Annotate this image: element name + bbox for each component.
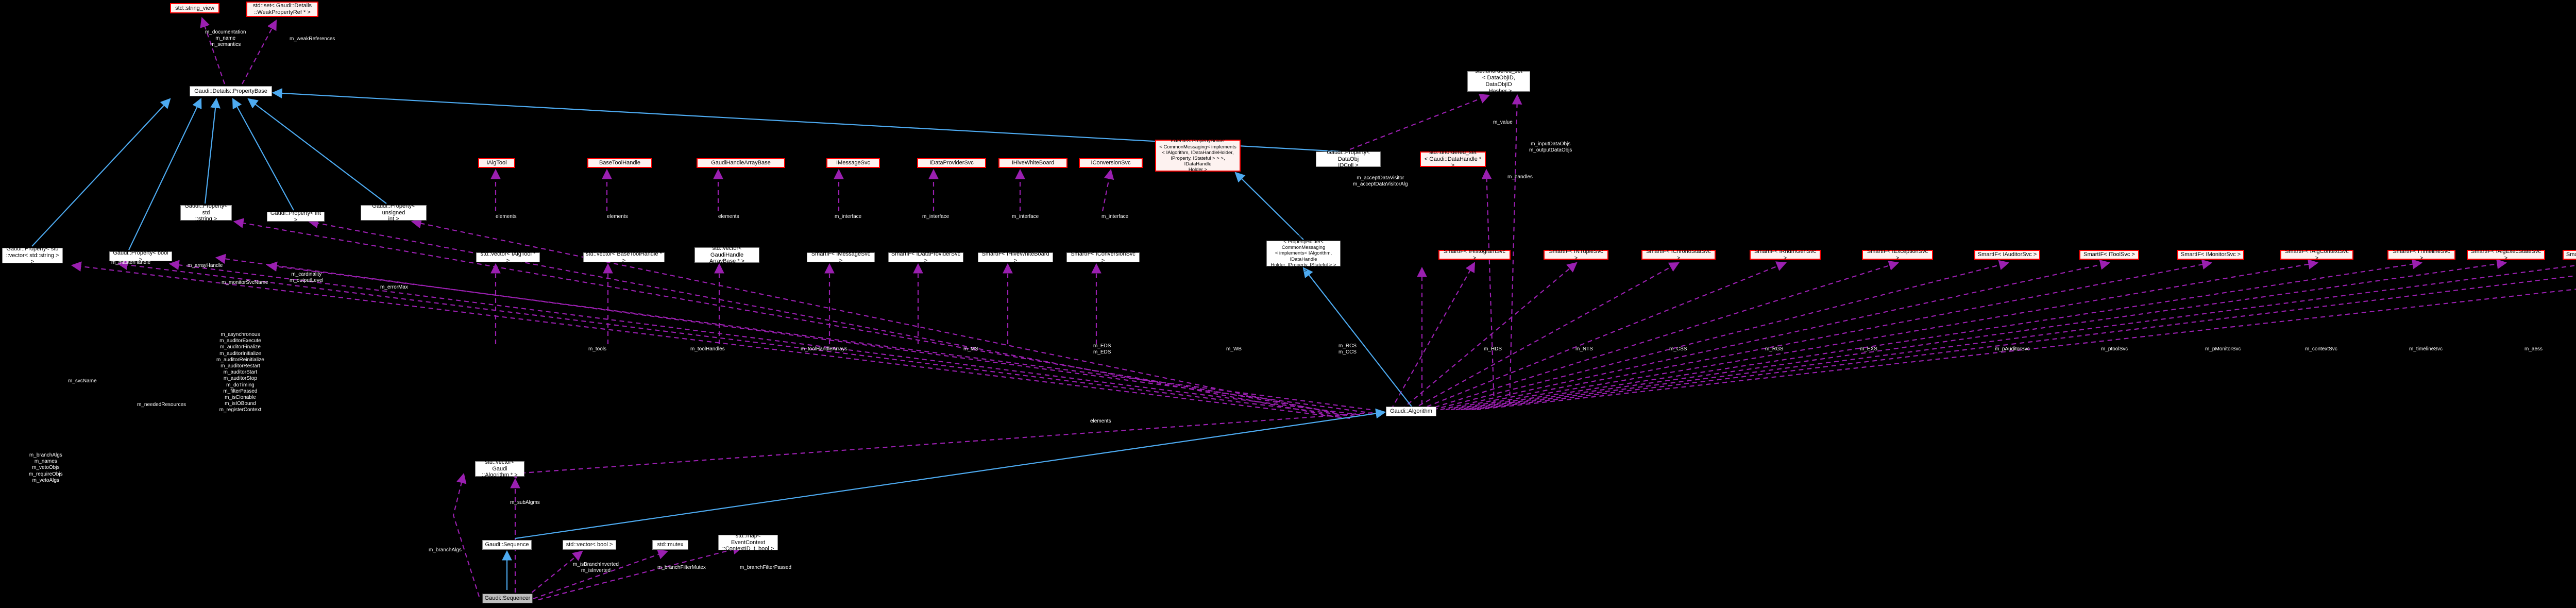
edge-label-ms: m_MS (963, 346, 978, 352)
node-smartif-idataprovidersvc[interactable]: SmartIF< IDataProviderSvc > (888, 251, 963, 264)
edge-label-branchfiltermutex: m_branchFilterMutex (657, 565, 706, 570)
edge-label-cardinality-outputlevel: m_cardinality m_outputLevel (290, 272, 324, 284)
edge-label-branchalgs: m_branchAlgs (429, 547, 462, 553)
edge-label-errormax: m_errorMax (380, 284, 408, 290)
edge-label-ptoolsvc: m_ptoolSvc (2101, 346, 2128, 352)
node-gaudi-property-vector-string[interactable]: Gaudi::Property< std ::vector< std::stri… (2, 246, 63, 265)
edge-label-elements-algorithm: elements (1090, 418, 1111, 424)
edge-label-wb: m_WB (1226, 346, 1242, 352)
edge-label-input-output-dataobjs: m_inputDataObjs m_outputDataObjs (1529, 141, 1572, 154)
node-smartif-iconversionsvc[interactable]: SmartIF< IConversionSvc > (1066, 251, 1140, 264)
node-ialgtool[interactable]: IAlgTool (478, 158, 515, 168)
node-std-vector-basetoolhandle[interactable]: std::vector< BaseToolHandle * > (583, 251, 665, 264)
node-std-unordered-set-dataobjid[interactable]: std::unordered_set < DataObjID, DataObjI… (1467, 68, 1530, 94)
node-gaudi-property-int[interactable]: Gaudi::Property< int > (267, 210, 325, 223)
node-std-mutex[interactable]: std::mutex (652, 540, 688, 550)
node-gaudi-details-propertybase[interactable]: Gaudi::Details::PropertyBase (190, 86, 272, 96)
node-basetoolhandle[interactable]: BaseToolHandle (587, 158, 652, 168)
node-smartif-ihivewhiteboard[interactable]: SmartIF< IHiveWhiteBoard > (978, 251, 1053, 264)
node-smartif-irndmgensvc[interactable]: SmartIF< IRndmGenSvc > (1750, 248, 1821, 261)
node-smartif-ialgexecstatesvc[interactable]: SmartIF< IAlgExecStateSvc > (2467, 248, 2545, 261)
edge-label-pmonitorsvc: m_pMonitorSvc (2205, 346, 2241, 352)
edge-label-isbranchinverted: m_isBranchInverted m_isInverted (573, 562, 619, 574)
node-std-string-view[interactable]: std::string_view (170, 3, 219, 13)
edge-label-tools: m_tools (588, 346, 607, 352)
edge-label-branch-group: m_branchAlgs m_names m_vetoObjs m_requir… (29, 452, 63, 483)
node-gaudi-property-unsigned-int[interactable]: Gaudi::Property< unsigned int > (361, 203, 427, 222)
node-std-vector-gaudi-algorithm[interactable]: std::vector< Gaudi ::Algorithm * > (475, 459, 524, 478)
edge-label-handles: m_handles (1507, 174, 1533, 180)
edge-label-rcs-ccs: m_RCS m_CCS (1338, 343, 1357, 356)
edge-label-timelinesvc: m_timelineSvc (2409, 346, 2443, 352)
node-smartif-iauditorsvc[interactable]: SmartIF< IAuditorSvc > (1974, 250, 2040, 260)
edge-label-weakreferences: m_weakReferences (290, 36, 335, 42)
edge-label-async-auditors: m_asynchronous m_auditorExecute m_audito… (216, 332, 264, 413)
edge-label-monitorsvcname: m_monitorSvcName (222, 280, 268, 285)
edge-label-elements-gaudihandlearray: elements (718, 214, 739, 219)
edge-label-elements-ialgtool: elements (496, 214, 517, 219)
node-gaudi-property-bool[interactable]: Gaudi::Property< bool > (109, 250, 172, 263)
edge-label-nts: m_NTS (1575, 346, 1593, 352)
node-smartif-intuplesvc[interactable]: SmartIF< INTupleSvc > (1544, 248, 1608, 261)
node-std-set-weakpropertyref[interactable]: std::set< Gaudi::Details ::WeakPropertyR… (246, 2, 318, 17)
node-std-vector-gaudihandlearraybase[interactable]: std::vector< GaudiHandle ArrayBase * > (694, 245, 759, 264)
edge-label-css: m_CSS (1669, 346, 1687, 352)
edge-label-elements-basetoolhandle: elements (607, 214, 628, 219)
edge-label-branchfilterpassed: m_branchFilterPassed (740, 565, 792, 570)
edge-label-subalgms: m_subAlgms (510, 500, 540, 505)
node-std-vector-ialgtool[interactable]: std::vector< IAlgTool * > (476, 251, 540, 264)
node-smartif-imessagesvc[interactable]: SmartIF< IMessageSvc > (807, 251, 875, 264)
node-gaudi-property-string[interactable]: Gaudi::Property< std ::string > (180, 203, 232, 222)
node-gaudi-algorithm[interactable]: Gaudi::Algorithm (1386, 407, 1436, 416)
node-smartif-ichronostatsvc[interactable]: SmartIF< IChronoStatSvc > (1641, 248, 1716, 261)
edge-label-interface-imessagesvc: m_interface (835, 214, 862, 219)
edge-label-hds: m_HDS (1484, 346, 1502, 352)
edge-label-neededresources: m_neededResources (137, 402, 187, 408)
edge-label-eds-cds: m_EDS m_EDS (1093, 343, 1111, 356)
edge-label-toolhandlearrays: m_toolHandleArrays (801, 346, 848, 352)
edge-label-contextsvc: m_contextSvc (2305, 346, 2337, 352)
node-gaudi-sequencer[interactable]: Gaudi::Sequencer (482, 594, 533, 603)
node-extends-propertyholder[interactable]: extends< PropertyHolder < CommonMessagin… (1155, 138, 1241, 173)
edge-label-toolhandles: m_toolHandles (690, 346, 725, 352)
edge-label-interface-iconversionsvc: m_interface (1101, 214, 1129, 219)
edge-label-rgs: m_RGS (1765, 346, 1784, 352)
node-smartif-imonitorsvc[interactable]: SmartIF< IMonitorSvc > (2177, 250, 2244, 260)
edge-label-pauditorsvc: m_pAuditorSvc (1995, 346, 2030, 352)
node-smartif-iexceptionsvc[interactable]: SmartIF< IExceptionSvc > (1862, 248, 1933, 261)
edge-label-svcname: m_svcName (68, 378, 97, 384)
node-std-map-eventcontext[interactable]: std::map< EventContext ::ContextID_t, bo… (718, 533, 778, 552)
edge-label-exs: m_EXS (1860, 346, 1877, 352)
node-smartif-itimelinesvc[interactable]: SmartIF< ITimelineSvc > (2387, 248, 2455, 261)
node-gaudi-property-dataobjidcoll[interactable]: Gaudi::Property< DataObj IDColl > (1316, 149, 1381, 168)
node-smartif-ialgcontextsvc[interactable]: SmartIF< IAlgContextSvc > (2280, 248, 2353, 261)
edge-label-interface-ihivewhiteboard: m_interface (1012, 214, 1039, 219)
node-std-vector-bool[interactable]: std::vector< bool > (563, 540, 616, 550)
node-ihivewhiteboard[interactable]: IHiveWhiteBoard (998, 158, 1067, 168)
edge-label-documentation: m_documentation m_name m_semantics (205, 29, 246, 48)
node-smartif-ihistogramsvc[interactable]: SmartIF< IHistogramSvc > (1438, 248, 1511, 261)
node-smartif-isvclocator[interactable]: SmartIF< ISvcLocator > (2563, 250, 2576, 260)
node-datahandleholderbase[interactable]: DataHandleHolderBase < PropertyHolder< C… (1266, 233, 1341, 274)
edge-label-interface-idataprovidersvc: m_interface (922, 214, 950, 219)
node-gaudi-sequence[interactable]: Gaudi::Sequence (482, 540, 532, 550)
node-smartif-itoolsvc[interactable]: SmartIF< IToolSvc > (2079, 250, 2139, 260)
edge-label-arrayhandle: m_arrayHandle (188, 263, 223, 268)
node-std-unordered-set-datahandle[interactable]: std::unordered_set < Gaudi::DataHandle *… (1420, 149, 1486, 168)
node-iconversionsvc[interactable]: IConversionSvc (1079, 158, 1143, 168)
node-imessagesvc[interactable]: IMessageSvc (826, 158, 880, 168)
edge-label-aess: m_aess (2524, 346, 2543, 352)
node-idataprovidersvc[interactable]: IDataProviderSvc (917, 158, 986, 168)
node-gaudihandlearraybase[interactable]: GaudiHandleArrayBase (697, 158, 785, 168)
edge-label-value: m_value (1493, 120, 1513, 125)
edge-label-acceptdatavisitor: m_acceptDataVisitor m_acceptDataVisitorA… (1353, 175, 1408, 188)
